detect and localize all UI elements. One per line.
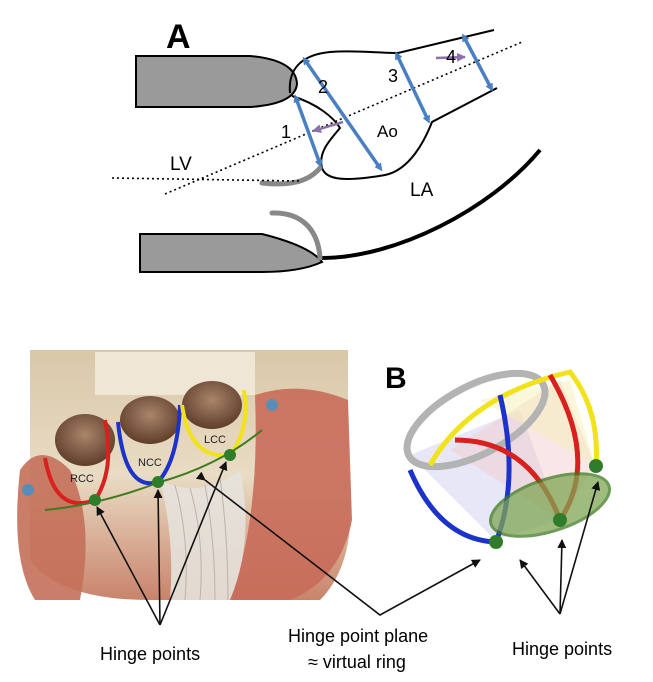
caption-hinge-plane-line1: Hinge point plane (288, 626, 428, 646)
hinge-point-ncc (152, 476, 164, 488)
caption-hinge-points-left: Hinge points (100, 644, 200, 664)
left-atrium-wall (322, 150, 540, 258)
vessel-dot-1 (266, 399, 278, 411)
arrow-ring-hinge-1 (520, 560, 560, 614)
aorta-label: Ao (377, 122, 398, 141)
panel-b-letter: B (385, 362, 407, 395)
panel-a-letter: A (166, 18, 191, 56)
lv-axis-line (112, 178, 300, 181)
measurement-2-label: 2 (318, 77, 328, 97)
measurement-4-arrow (464, 37, 491, 88)
measurement-1-label: 1 (281, 122, 291, 142)
arrow-ring-hinge-2 (560, 540, 562, 614)
upper-gray-shape (136, 56, 297, 107)
ring-hinge-point-1 (489, 535, 503, 549)
anterior-mitral-leaflet (262, 168, 320, 184)
panel-a: A 1 2 3 4 Ao LV LA (112, 18, 540, 272)
ncc-label: NCC (138, 457, 162, 469)
la-label: LA (410, 180, 434, 201)
hinge-point-rcc (89, 494, 101, 506)
chordae-region (160, 470, 246, 600)
caption-hinge-plane-line2: ≈ virtual ring (308, 652, 406, 672)
vessel-dot-2 (22, 484, 34, 496)
measurement-4-label: 4 (446, 47, 456, 67)
sinus-left (182, 381, 242, 429)
measurement-3-arrow (397, 55, 428, 120)
caption-hinge-points-right: Hinge points (512, 639, 612, 659)
ring-hinge-point-2 (553, 513, 567, 527)
ring-hinge-point-3 (589, 459, 603, 473)
lv-label: LV (170, 154, 192, 175)
rcc-label: RCC (70, 473, 94, 485)
sinus-non (120, 396, 180, 444)
panel-b-ring-diagram: B (385, 354, 617, 549)
lcc-label: LCC (204, 434, 226, 446)
measurement-3-label: 3 (388, 66, 398, 86)
lower-gray-shape (140, 234, 322, 272)
hinge-point-lcc (224, 449, 236, 461)
